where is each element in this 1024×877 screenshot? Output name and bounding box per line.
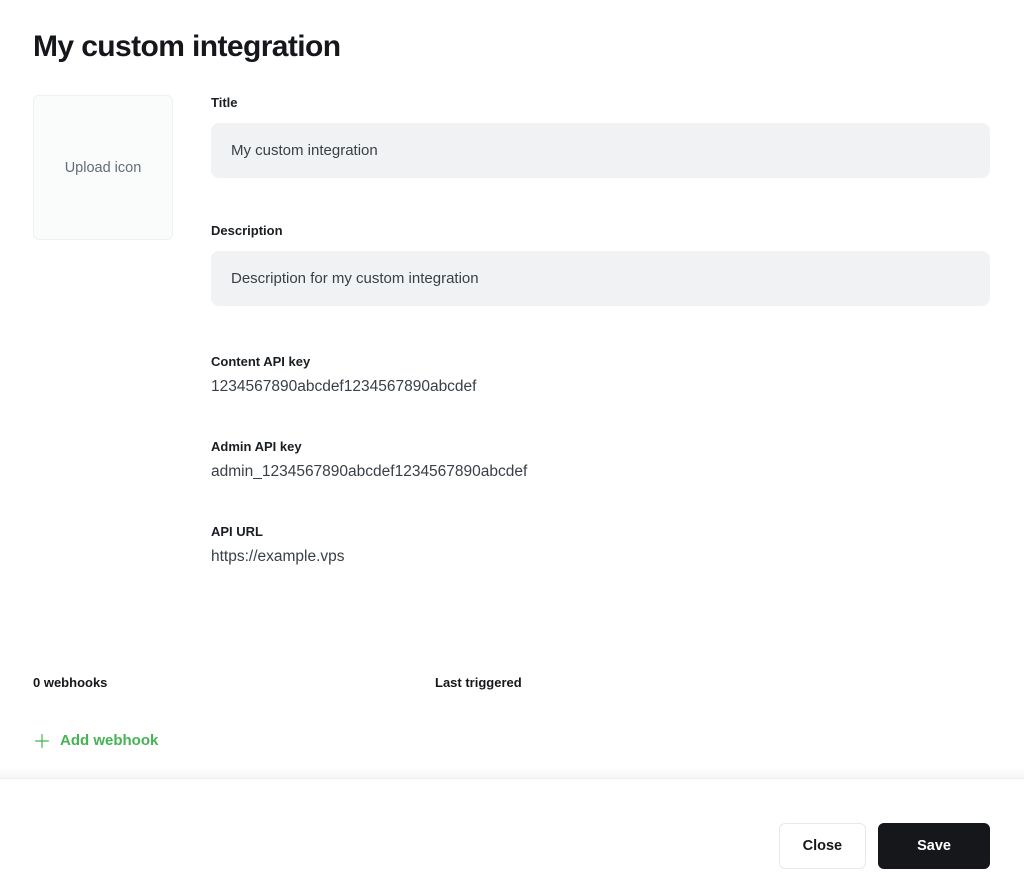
integration-form: Upload icon Title Description Content AP… (33, 95, 990, 567)
add-webhook-label: Add webhook (60, 732, 159, 749)
webhooks-section: 0 webhooks Last triggered Add webhook (0, 675, 1024, 751)
upload-icon-dropzone[interactable]: Upload icon (33, 95, 173, 240)
save-button[interactable]: Save (878, 823, 990, 869)
upload-icon-label: Upload icon (64, 159, 142, 176)
content-bottom-shadow (0, 767, 1024, 779)
content-api-key-group: Content API key 1234567890abcdef12345678… (211, 354, 990, 397)
add-webhook-button[interactable]: Add webhook (33, 731, 158, 751)
api-url-value[interactable]: https://example.vps (211, 548, 345, 565)
webhooks-header-row: 0 webhooks Last triggered (0, 675, 1024, 691)
description-label: Description (211, 223, 283, 238)
admin-api-key-label: Admin API key (211, 439, 302, 454)
webhooks-count-label: 0 webhooks (33, 675, 108, 690)
admin-api-key-group: Admin API key admin_1234567890abcdef1234… (211, 439, 990, 482)
form-fields: Title Description Content API key 123456… (211, 95, 990, 567)
title-label: Title (211, 95, 238, 110)
close-button[interactable]: Close (778, 823, 867, 869)
api-url-group: API URL https://example.vps (211, 524, 990, 567)
content-api-key-value[interactable]: 1234567890abcdef1234567890abcdef (211, 378, 477, 395)
description-field-group: Description (211, 223, 990, 306)
title-input[interactable] (211, 123, 990, 178)
admin-api-key-value[interactable]: admin_1234567890abcdef1234567890abcdef (211, 463, 528, 480)
api-url-label: API URL (211, 524, 263, 539)
footer-actions: Close Save (0, 779, 1024, 869)
description-input[interactable] (211, 251, 990, 306)
page-title: My custom integration (33, 30, 341, 63)
plus-icon (33, 732, 51, 750)
title-field-group: Title (211, 95, 990, 178)
last-triggered-label: Last triggered (435, 675, 522, 690)
content-api-key-label: Content API key (211, 354, 311, 369)
